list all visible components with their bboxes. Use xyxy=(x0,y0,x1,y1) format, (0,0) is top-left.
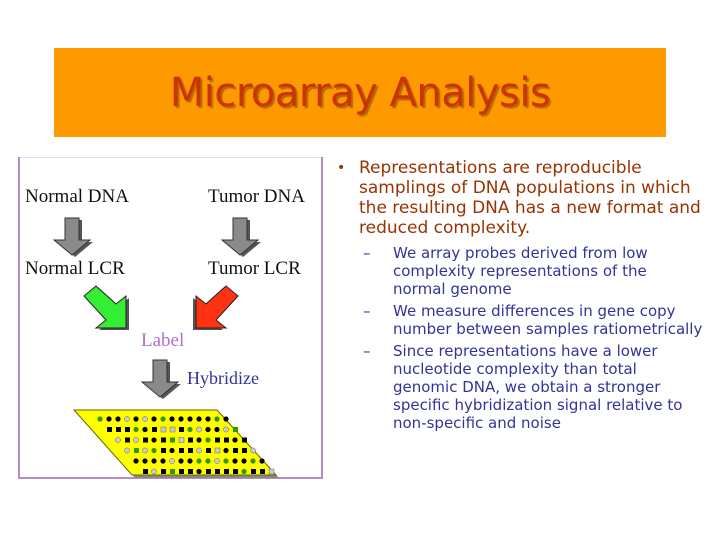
normal-dna-label: Normal DNA xyxy=(25,186,129,207)
tumor-dna-label: Tumor DNA xyxy=(208,186,305,207)
dash-marker: – xyxy=(363,342,371,360)
sub-bullet: – Since representations have a lower nuc… xyxy=(333,342,703,432)
diagram-top-border xyxy=(18,157,324,158)
label-step-label: Label xyxy=(141,330,185,351)
normal-lcr-label: Normal LCR xyxy=(25,258,125,279)
sub-bullet: – We measure differences in gene copy nu… xyxy=(333,302,703,338)
main-bullet: • Representations are reproducible sampl… xyxy=(333,158,703,238)
gray-down-arrow-icon xyxy=(220,217,261,257)
sub-bullet: – We array probes derived from low compl… xyxy=(333,244,703,298)
red-diagonal-arrow-icon xyxy=(193,285,239,330)
sub-bullet-list: – We array probes derived from low compl… xyxy=(333,244,703,432)
green-diagonal-arrow-icon xyxy=(83,285,129,330)
dash-marker: – xyxy=(363,302,371,320)
slide-title: Microarray Analysis xyxy=(169,70,551,116)
sub-bullet-text: We array probes derived from low complex… xyxy=(393,244,648,298)
microarray-chip-icon xyxy=(72,409,279,478)
tumor-lcr-label: Tumor LCR xyxy=(208,258,301,279)
sub-bullet-text: We measure differences in gene copy numb… xyxy=(393,302,703,338)
gray-down-arrow-icon xyxy=(52,217,93,257)
sub-bullet-text: Since representations have a lower nucle… xyxy=(393,342,683,432)
hybridize-label: Hybridize xyxy=(187,368,259,388)
main-bullet-text: Representations are reproducible samplin… xyxy=(359,158,701,238)
gray-down-arrow-icon xyxy=(140,359,181,399)
dash-marker: – xyxy=(363,244,371,262)
bullet-marker: • xyxy=(337,160,346,176)
bullet-list: • Representations are reproducible sampl… xyxy=(333,158,703,436)
title-banner: Microarray Analysis xyxy=(54,48,666,137)
